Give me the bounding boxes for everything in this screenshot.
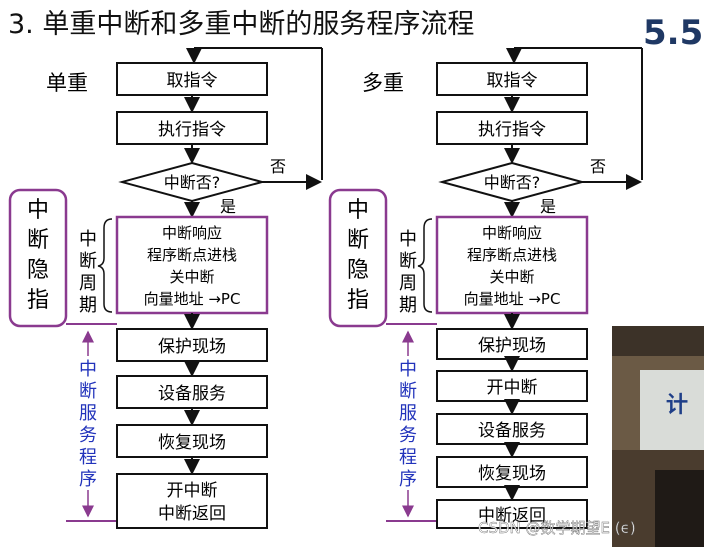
left-decision-label: 中断否? — [164, 173, 221, 192]
svg-text:恢复现场: 恢复现场 — [158, 433, 226, 453]
svg-text:取指令: 取指令 — [487, 71, 538, 91]
slide-title: 3. 单重中断和多重中断的服务程序流程 — [8, 9, 474, 40]
svg-text:设备服务: 设备服务 — [158, 384, 226, 404]
left-hidden-instruction-box — [8, 188, 68, 328]
svg-text:关中断: 关中断 — [489, 268, 534, 286]
right-label: 多重 — [362, 71, 404, 95]
csdn-watermark: CSDN @数学期望E (ϵ) — [478, 519, 636, 537]
left-isr-label-char: 程 — [79, 447, 97, 468]
left-cycle-brace — [97, 218, 113, 313]
left-yes-label: 是 — [220, 197, 236, 216]
svg-text:断: 断 — [347, 228, 369, 253]
left-isr-step-return — [116, 473, 268, 529]
svg-text:周: 周 — [399, 273, 417, 294]
svg-text:开中断: 开中断 — [487, 378, 538, 398]
left-step-fetch-label: 取指令 — [167, 71, 218, 91]
section-number: 5.5 — [643, 13, 703, 53]
right-isr-label-char: 断 — [399, 381, 417, 402]
svg-text:否: 否 — [590, 157, 606, 176]
right-isr-label-char: 务 — [399, 425, 417, 446]
left-interrupt-cycle-box — [115, 215, 269, 315]
left-isr-step-service — [116, 375, 268, 409]
svg-text:指: 指 — [347, 288, 369, 313]
left-isr-label-char: 务 — [79, 425, 97, 446]
video-overlay-text: 计 — [666, 393, 688, 418]
left-isr-label-char: 服 — [79, 403, 97, 424]
left-step-fetch — [116, 62, 268, 96]
right-hidden-instruction-box — [328, 188, 388, 328]
right-isr-label-char: 服 — [399, 403, 417, 424]
right-cycle-brace — [417, 218, 433, 313]
right-step-execute — [436, 111, 588, 145]
right-isr-step-return — [436, 499, 588, 529]
svg-text:保护现场: 保护现场 — [158, 337, 226, 357]
svg-text:开中断: 开中断 — [167, 481, 218, 501]
left-cycle-line-1: 中断响应 — [162, 224, 222, 242]
right-isr-step-service — [436, 413, 588, 445]
left-isr-step-restore — [116, 424, 268, 458]
left-label: 单重 — [46, 71, 88, 95]
left-cycle-line-4: 向量地址 →PC — [144, 290, 241, 308]
svg-text:中断否?: 中断否? — [484, 173, 541, 192]
left-no-label: 否 — [270, 157, 286, 176]
right-flowchart: 多重 取指令 执行指令 中断否? 否 是 中断响应 程序断点进栈 关中断 向量地… — [328, 47, 643, 529]
video-overlay: 计 — [612, 326, 704, 547]
svg-text:恢复现场: 恢复现场 — [478, 464, 546, 484]
left-cycle-line-3: 关中断 — [169, 268, 214, 286]
left-isr-label-char: 中 — [79, 359, 97, 380]
svg-text:执行指令: 执行指令 — [478, 120, 546, 140]
svg-text:断: 断 — [399, 251, 417, 272]
left-isr-label-char: 断 — [79, 381, 97, 402]
svg-text:保护现场: 保护现场 — [478, 336, 546, 356]
svg-text:期: 期 — [399, 295, 417, 316]
right-isr-step-restore — [436, 456, 588, 488]
svg-text:周: 周 — [79, 273, 97, 294]
svg-text:中断响应: 中断响应 — [482, 224, 542, 242]
svg-text:指: 指 — [27, 288, 49, 313]
svg-text:隐: 隐 — [347, 258, 369, 283]
svg-text:断: 断 — [27, 228, 49, 253]
svg-text:中: 中 — [347, 198, 369, 223]
right-interrupt-cycle-box — [435, 215, 589, 315]
left-flowchart: 单重 取指令 执行指令 中断否? 否 是 中断响应 程序断点进栈 关中断 向量地… — [8, 47, 323, 529]
right-isr-step-save — [436, 328, 588, 360]
left-cycle-line-2: 程序断点进栈 — [147, 246, 237, 264]
svg-text:中: 中 — [399, 229, 417, 250]
svg-text:期: 期 — [79, 295, 97, 316]
svg-text:中断返回: 中断返回 — [478, 506, 546, 526]
right-isr-label-char: 序 — [399, 469, 417, 490]
right-isr-label-char: 程 — [399, 447, 417, 468]
right-isr-label-char: 中 — [399, 359, 417, 380]
svg-text:中断返回: 中断返回 — [158, 504, 226, 524]
right-isr-step-enable — [436, 370, 588, 402]
left-step-execute-label: 执行指令 — [158, 120, 226, 140]
left-isr-label-char: 序 — [79, 469, 97, 490]
right-cycle-label: 中 断 周 期 — [399, 229, 417, 316]
svg-text:中: 中 — [79, 229, 97, 250]
svg-text:设备服务: 设备服务 — [478, 421, 546, 441]
svg-text:是: 是 — [540, 197, 556, 216]
svg-text:中: 中 — [27, 198, 49, 223]
svg-text:程序断点进栈: 程序断点进栈 — [467, 246, 557, 264]
svg-text:向量地址 →PC: 向量地址 →PC — [464, 290, 561, 308]
left-cycle-label: 中 断 周 期 — [79, 229, 97, 316]
svg-text:断: 断 — [79, 251, 97, 272]
svg-text:隐: 隐 — [27, 258, 49, 283]
